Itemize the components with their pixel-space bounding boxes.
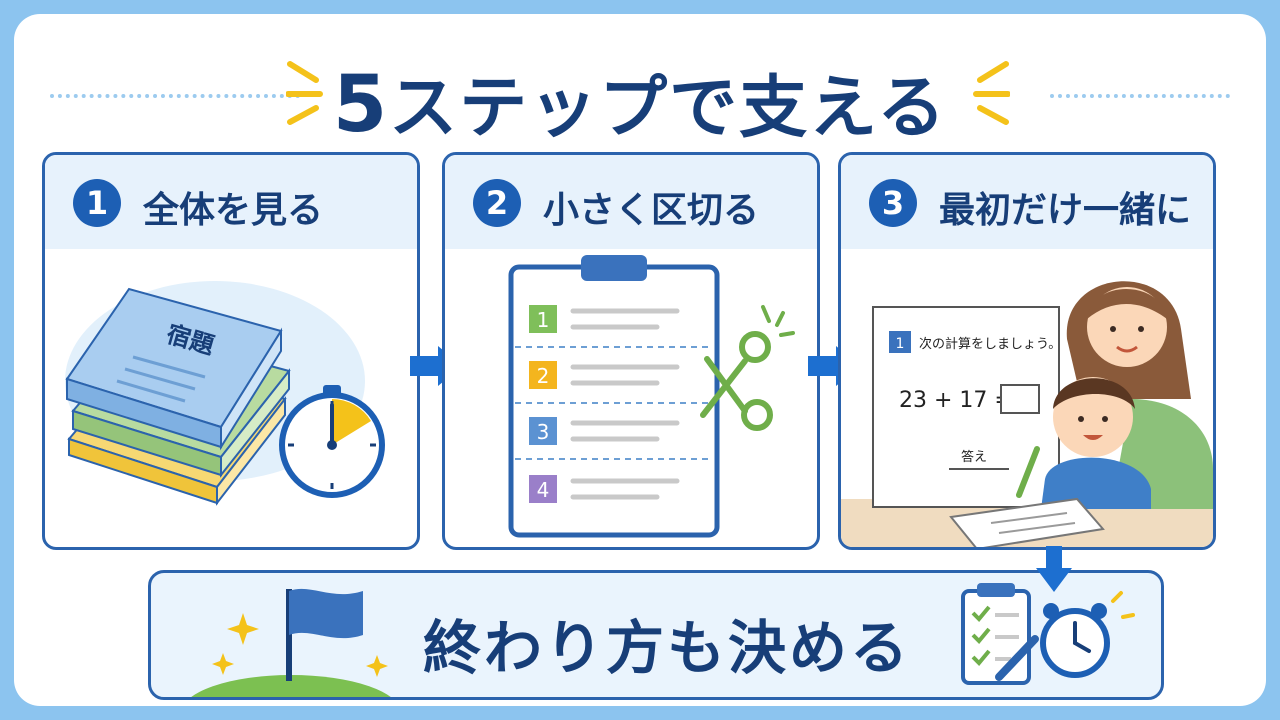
worksheet-equation: 23 + 17 = <box>899 388 1013 413</box>
sparkle-right-icon <box>973 61 1010 125</box>
svg-text:3: 3 <box>537 420 550 444</box>
step-card-1: 1 全体を見る 宿題 <box>42 152 420 550</box>
worksheet-instruction: 次の計算をしましょう。 <box>919 336 1061 352</box>
goal-hill-flag-icon <box>191 588 391 697</box>
step-2-title: 小さく区切る <box>543 190 760 231</box>
svg-text:4: 4 <box>537 478 550 502</box>
answer-label: 答え <box>961 449 987 465</box>
parent-child-study-illustration: 1 次の計算をしましょう。 23 + 17 = 答え <box>841 281 1213 547</box>
sparkle-icon <box>212 613 388 677</box>
list-item-2: 2 <box>529 361 680 389</box>
svg-text:1: 1 <box>537 308 550 332</box>
step-3-badge: 3 <box>869 179 917 227</box>
child-figure <box>1016 377 1151 509</box>
worksheet-number: 1 <box>896 336 905 352</box>
svg-text:2: 2 <box>537 364 550 388</box>
final-step-title: 終わり方も決める <box>423 614 912 682</box>
list-item-3: 3 <box>529 417 680 445</box>
step-3-header: 3 最初だけ一緒に <box>841 155 1213 249</box>
clipboard-list-illustration: 1 2 3 4 <box>508 255 795 538</box>
step-3-title: 最初だけ一緒に <box>939 190 1192 231</box>
sparkle-left-icon <box>286 61 323 125</box>
scissors-icon <box>700 305 795 431</box>
title-dots-left <box>50 94 300 98</box>
checklist-icon <box>961 583 1039 685</box>
list-item-4: 4 <box>529 475 680 503</box>
step-1-title: 全体を見る <box>143 190 324 231</box>
step-1-header: 1 全体を見る <box>45 155 417 249</box>
final-step-illustration <box>191 583 1135 697</box>
step-card-2: 2 小さく区切る 1 2 3 <box>442 152 820 550</box>
worksheet: 1 次の計算をしましょう。 23 + 17 = 答え <box>872 306 1061 508</box>
list-item-1: 1 <box>529 305 680 333</box>
step-2-header: 2 小さく区切る <box>445 155 817 249</box>
title-text: ステップで支える <box>389 69 948 148</box>
title-number: 5 <box>332 60 390 150</box>
final-step-banner: 終わり方も決める <box>148 570 1164 700</box>
step-card-3: 3 最初だけ一緒に 1 次の計算をしましょう。 23 + 17 = 答え <box>838 152 1216 550</box>
step-1-badge: 1 <box>73 179 121 227</box>
infographic-frame: 5ステップで支える 1 全体を見る 宿題 <box>14 14 1266 706</box>
arrow-down-icon <box>1036 546 1072 592</box>
page-title: 5ステップで支える <box>14 52 1266 151</box>
title-dots-right <box>1050 94 1230 98</box>
step-2-badge: 2 <box>473 179 521 227</box>
stopwatch-icon <box>279 385 385 498</box>
book-stack-illustration: 宿題 <box>65 281 385 506</box>
alarm-clock-icon <box>1040 591 1135 678</box>
title-row: 5ステップで支える <box>14 44 1266 154</box>
